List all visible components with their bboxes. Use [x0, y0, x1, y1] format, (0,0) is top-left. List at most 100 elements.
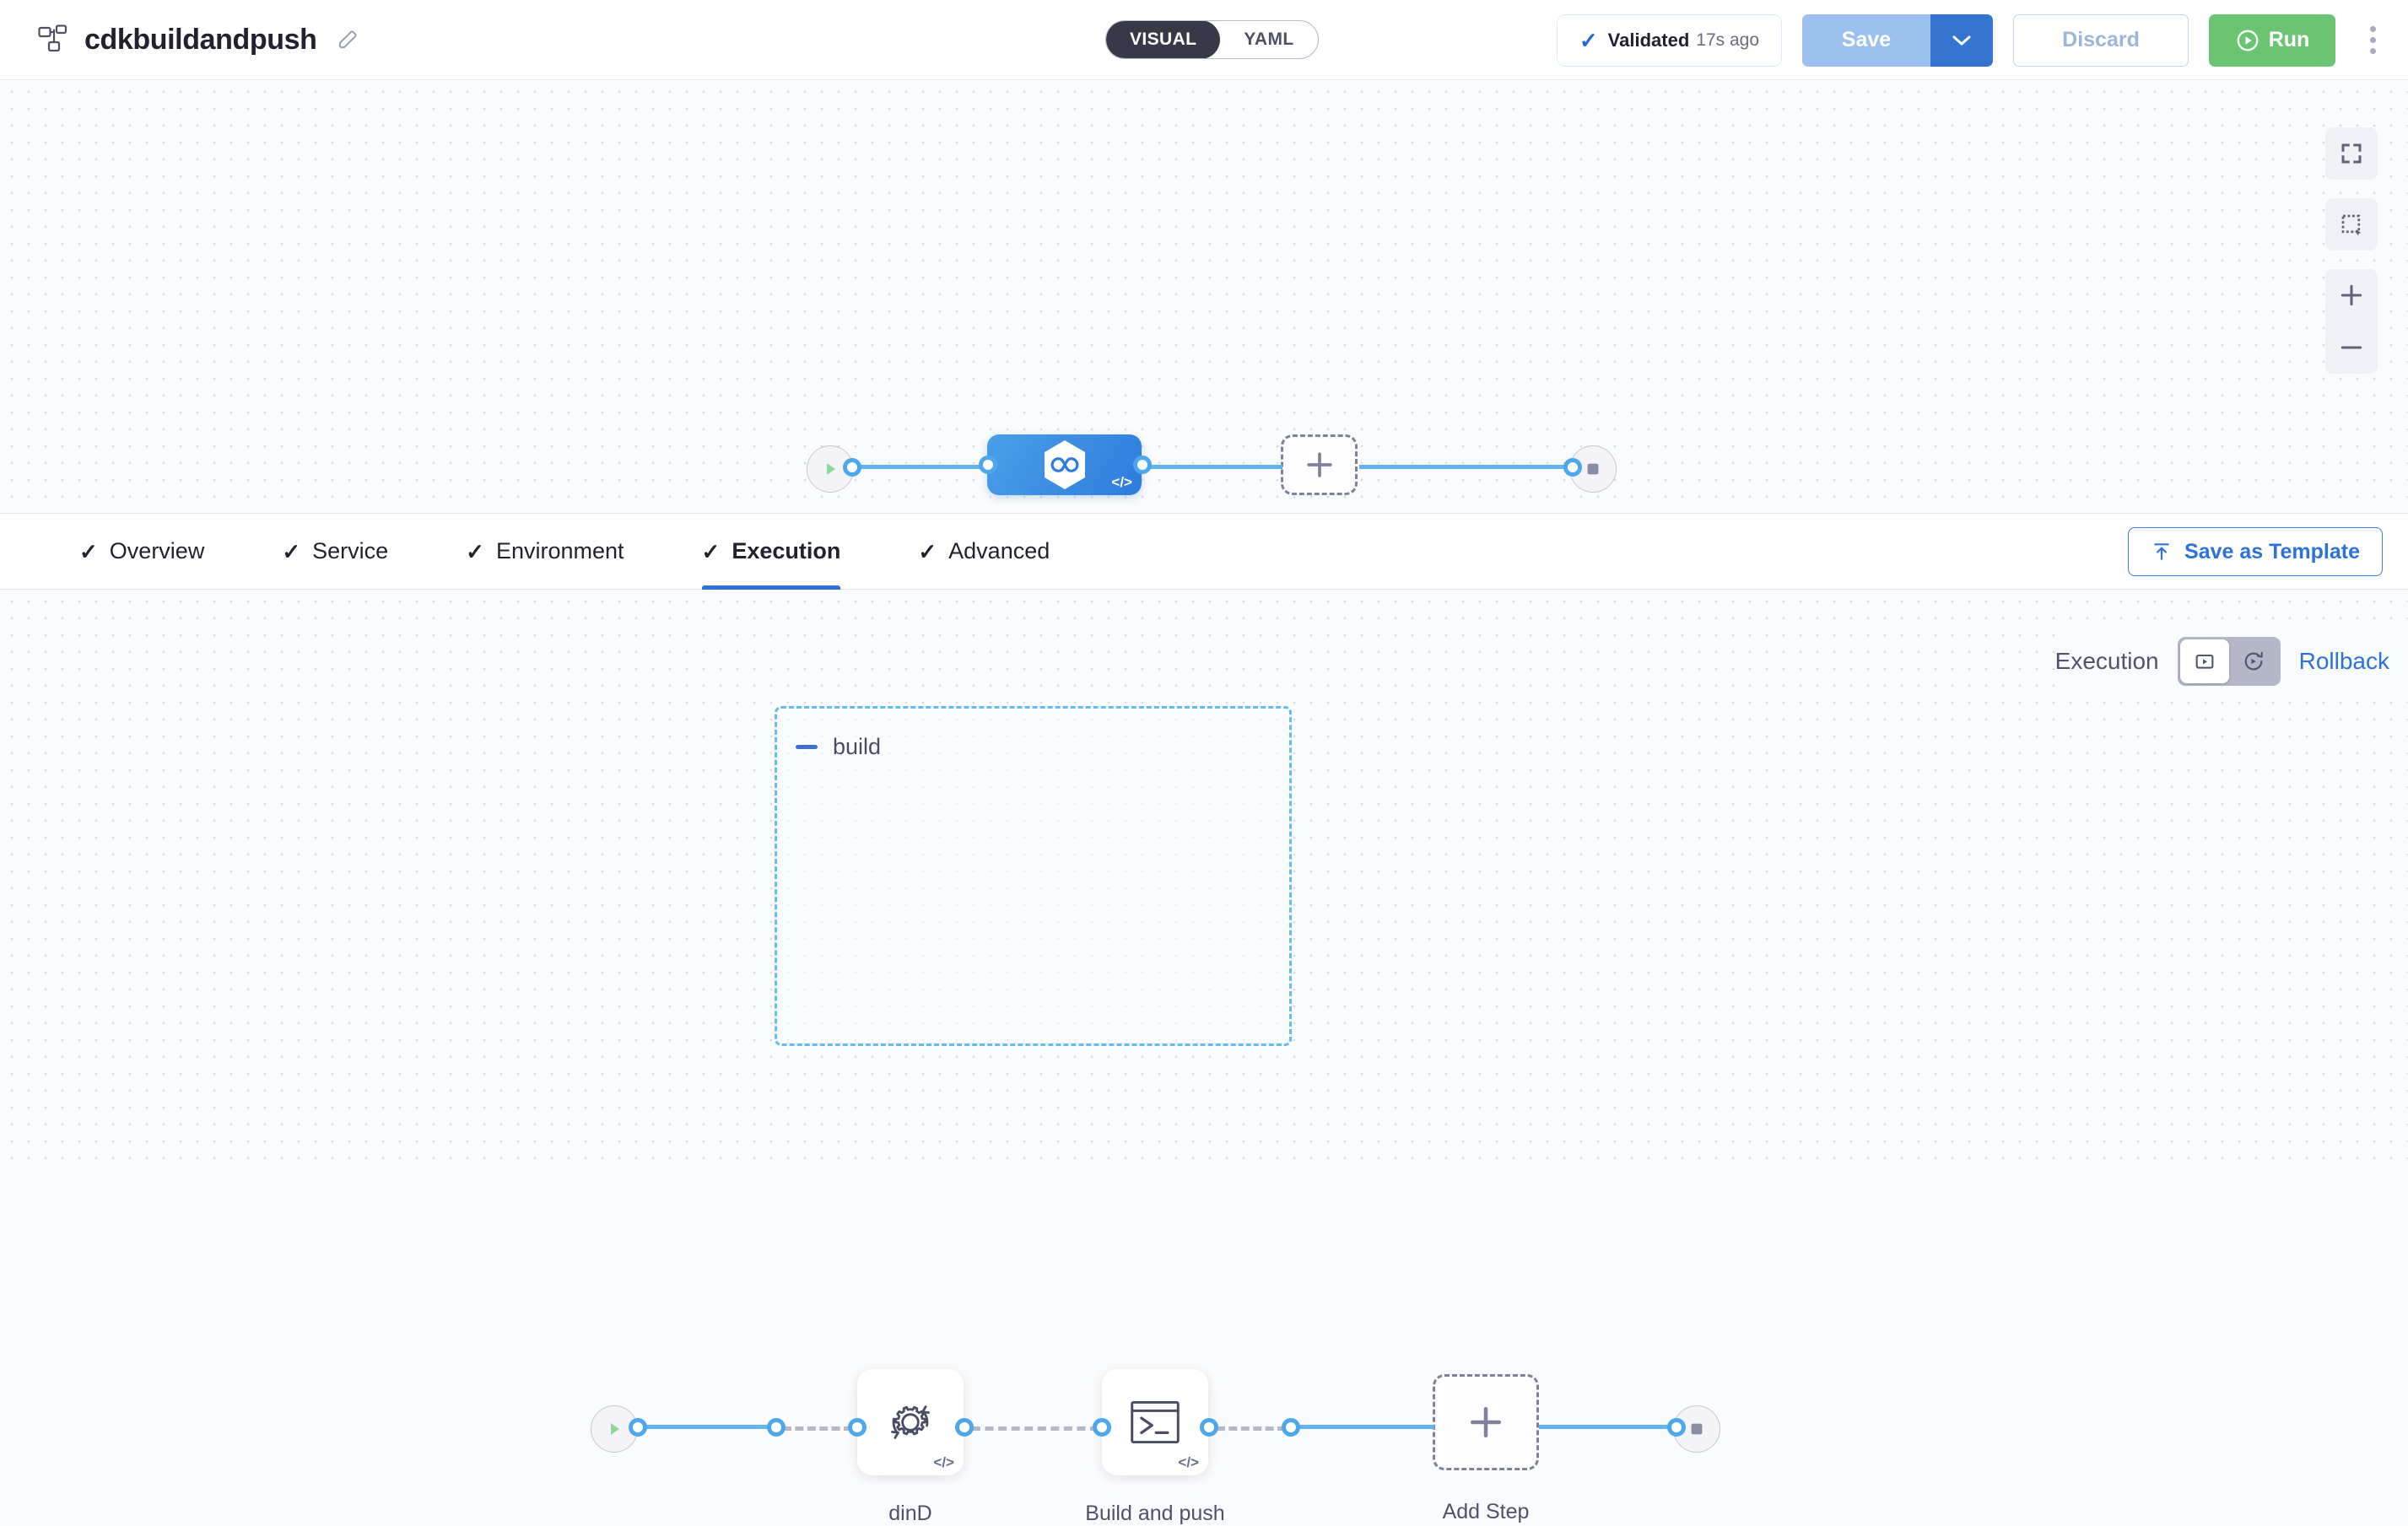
marquee-select-button[interactable]	[2325, 198, 2378, 251]
step-code-badge: </>	[933, 1454, 954, 1470]
check-icon: ✓	[466, 538, 484, 564]
kebab-menu-icon[interactable]	[2356, 26, 2389, 54]
tab-service[interactable]: ✓ Service	[243, 514, 427, 589]
add-step-label: Add Step	[1442, 1500, 1530, 1523]
tab-label: Advanced	[948, 538, 1050, 563]
run-button[interactable]: Run	[2209, 13, 2335, 67]
check-icon: ✓	[282, 538, 301, 564]
validated-label: Validated	[1607, 29, 1690, 51]
buildpush-out-port[interactable]	[1200, 1418, 1218, 1437]
tab-label: Execution	[732, 538, 841, 563]
zoom-controls	[2325, 269, 2378, 374]
page-title: cdkbuildandpush	[84, 23, 317, 56]
terminal-icon	[1129, 1399, 1181, 1446]
edge-ckd-to-addstage	[1144, 465, 1282, 469]
stage-config-tabbar: ✓ Overview ✓ Service ✓ Environment ✓ Exe…	[0, 513, 2408, 590]
header-right-cluster: ✓ Validated 17s ago Save Discard Run	[1556, 0, 2389, 80]
plus-icon	[1306, 452, 1332, 477]
tab-overview[interactable]: ✓ Overview	[40, 514, 243, 589]
save-button[interactable]: Save	[1802, 13, 1930, 67]
dind-in-port[interactable]	[848, 1418, 867, 1437]
step-code-badge: </>	[1178, 1454, 1199, 1470]
edge-addstep-to-end	[1539, 1425, 1674, 1429]
stage-node-ckd[interactable]: </>	[987, 434, 1142, 495]
stop-square-icon	[1584, 460, 1602, 478]
header-left-cluster: cdkbuildandpush	[0, 21, 360, 58]
execution-rollback-switch: Execution Rollback	[2054, 634, 2408, 688]
upload-template-icon	[2151, 541, 2173, 563]
chevron-down-icon[interactable]	[1930, 13, 1993, 67]
check-icon: ✓	[701, 538, 721, 564]
tab-environment[interactable]: ✓ Environment	[427, 514, 662, 589]
dind-out-port[interactable]	[955, 1418, 974, 1437]
tab-visual[interactable]: VISUAL	[1106, 21, 1221, 58]
buildpush-in-port[interactable]	[1093, 1418, 1111, 1437]
ckd-in-port[interactable]	[979, 456, 997, 474]
zoom-out-button[interactable]	[2325, 321, 2378, 374]
step-group-build[interactable]: build	[775, 706, 1292, 1046]
start-port[interactable]	[843, 458, 861, 477]
exec-end-port[interactable]	[1667, 1418, 1686, 1437]
stop-square-icon	[1687, 1420, 1706, 1438]
app-header: cdkbuildandpush VISUAL YAML ✓ Validated …	[0, 0, 2408, 80]
tab-yaml[interactable]: YAML	[1244, 30, 1294, 49]
execution-rollback-toggle[interactable]	[2177, 637, 2281, 686]
edge-groupin-to-dind	[783, 1426, 852, 1431]
check-icon: ✓	[1579, 27, 1598, 53]
tab-execution[interactable]: ✓ Execution	[663, 514, 880, 590]
edge-buildpush-to-groupout	[1217, 1426, 1286, 1431]
group-out-port[interactable]	[1282, 1418, 1300, 1437]
minus-icon[interactable]	[796, 745, 818, 749]
tab-label: Service	[312, 538, 389, 563]
tab-label: Overview	[109, 538, 205, 563]
discard-button[interactable]: Discard	[2013, 13, 2189, 67]
play-circle-icon	[2235, 28, 2260, 53]
end-port[interactable]	[1563, 458, 1582, 477]
save-as-template-button[interactable]: Save as Template	[2128, 527, 2383, 576]
edge-group-to-addstep	[1296, 1425, 1434, 1429]
save-as-template-label: Save as Template	[2184, 539, 2360, 563]
zoom-in-button[interactable]	[2325, 269, 2378, 321]
tab-advanced[interactable]: ✓ Advanced	[879, 514, 1088, 589]
validated-timestamp: 17s ago	[1696, 30, 1759, 50]
canvas-controls	[2325, 127, 2378, 374]
play-icon	[820, 459, 840, 479]
step-label-dind: dinD	[888, 1502, 932, 1525]
stage-code-badge: </>	[1111, 474, 1132, 490]
rollback-label[interactable]: Rollback	[2298, 648, 2389, 674]
edge-start-to-group	[640, 1425, 772, 1429]
gear-rotate-icon	[883, 1395, 937, 1449]
execution-mode-button[interactable]	[2179, 639, 2229, 683]
edge-dind-to-buildpush	[972, 1426, 1099, 1431]
check-icon: ✓	[918, 538, 937, 564]
add-step-button[interactable]	[1433, 1374, 1539, 1470]
save-split-button[interactable]: Save	[1802, 13, 1993, 67]
step-group-name: build	[833, 734, 882, 759]
step-group-header: build	[796, 734, 881, 760]
play-icon	[604, 1419, 624, 1439]
group-in-port[interactable]	[767, 1418, 786, 1437]
step-node-dind[interactable]: </>	[857, 1369, 964, 1475]
add-stage-button[interactable]	[1281, 434, 1358, 495]
fit-to-screen-button[interactable]	[2325, 127, 2378, 180]
ckd-out-port[interactable]	[1133, 456, 1152, 474]
pencil-icon[interactable]	[335, 27, 360, 52]
exec-start-port[interactable]	[629, 1418, 647, 1437]
check-icon: ✓	[79, 538, 98, 564]
tab-list: ✓ Overview ✓ Service ✓ Environment ✓ Exe…	[0, 514, 1088, 590]
run-label: Run	[2268, 28, 2310, 51]
rollback-replay-icon	[2242, 650, 2265, 673]
harness-cd-hexagon-icon	[1041, 439, 1088, 491]
edge-addstage-to-end	[1359, 465, 1570, 469]
play-in-box-icon	[2193, 650, 2216, 673]
step-label-build-and-push: Build and push	[1085, 1502, 1225, 1525]
view-mode-toggle[interactable]: VISUAL YAML	[1105, 20, 1319, 59]
pipeline-nodes-icon	[35, 21, 73, 58]
execution-label: Execution	[2054, 648, 2159, 674]
tab-label: Environment	[495, 538, 624, 563]
status-badge: ✓ Validated 17s ago	[1556, 13, 1782, 67]
step-node-build-and-push[interactable]: </>	[1102, 1369, 1208, 1475]
rollback-mode-button[interactable]	[2229, 639, 2278, 683]
stage-graph-canvas[interactable]: </> ckd Add Stage	[0, 80, 2408, 563]
edge-start-to-ckd	[854, 465, 992, 469]
